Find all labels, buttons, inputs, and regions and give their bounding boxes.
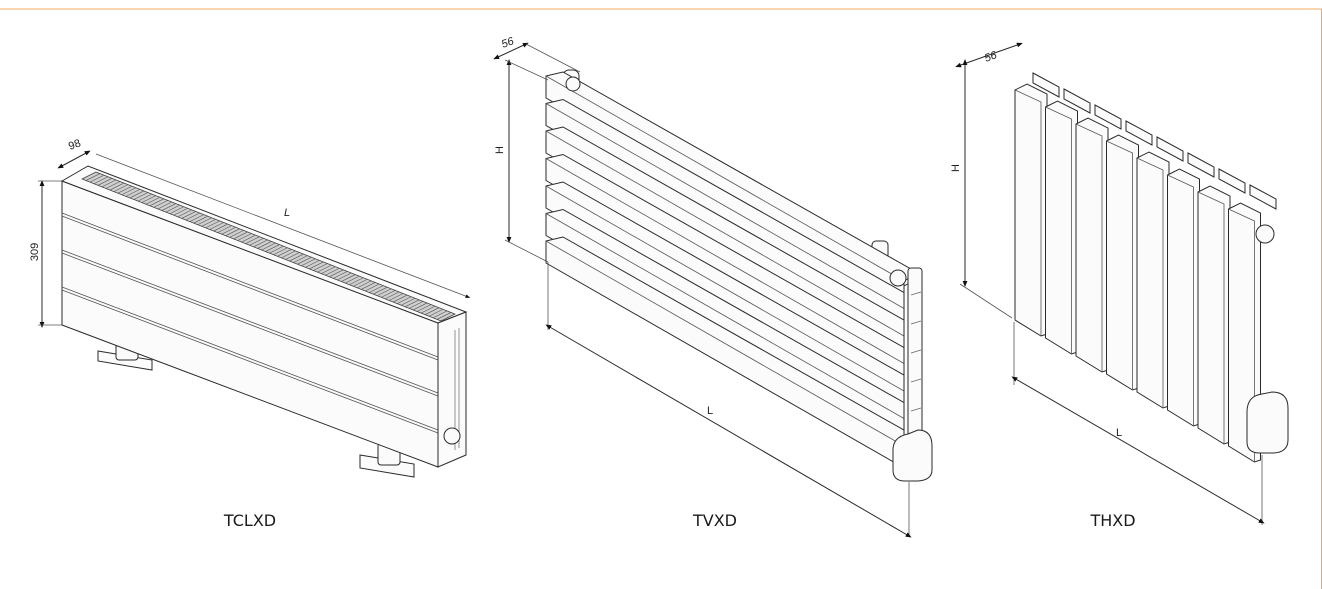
thxd-column (1075, 117, 1109, 373)
thxd-depth-label: 56 (983, 49, 999, 65)
tvxd-model-name: TVXD (692, 511, 737, 530)
tclxd-depth-label: 98 (67, 137, 83, 152)
tvxd-valve (892, 429, 933, 482)
tclxd-height-label: 309 (29, 243, 41, 261)
thxd-valve (1246, 391, 1289, 454)
radiator-tvxd: 56 H L TVXD (493, 35, 933, 538)
tvxd-depth-label: 56 (500, 35, 516, 51)
radiator-thxd: 56 H L THXD (950, 42, 1289, 530)
thxd-column (1197, 185, 1231, 445)
radiator-tclxd: 309 98 L TCLXD (29, 137, 471, 530)
thxd-headers (1032, 72, 1277, 210)
thxd-header-block (1156, 136, 1184, 162)
thxd-column (1045, 100, 1078, 355)
thxd-model-name: THXD (1089, 511, 1135, 530)
thxd-header-block (1125, 120, 1153, 146)
tclxd-model-name: TCLXD (223, 511, 276, 530)
thxd-columns (1014, 83, 1261, 463)
thxd-column (1014, 83, 1048, 337)
thxd-header-block (1063, 88, 1091, 114)
thxd-header-block (1218, 168, 1246, 194)
thxd-header-block (1249, 184, 1277, 210)
thxd-header-block (1187, 152, 1215, 178)
tvxd-height-label: H (494, 146, 506, 154)
thxd-column (1106, 134, 1139, 391)
thxd-length-label: L (1116, 427, 1122, 439)
tclxd-length-label: L (284, 207, 290, 219)
thxd-header-block (1032, 72, 1060, 98)
thxd-column (1167, 168, 1200, 427)
tclxd-valve (443, 427, 461, 445)
thxd-header-block (1094, 104, 1122, 130)
tvxd-length-label: L (707, 405, 713, 417)
thxd-column (1136, 151, 1170, 409)
thxd-height-label: H (950, 164, 962, 172)
tvxd-bars (545, 71, 920, 469)
tclxd-front (61, 180, 439, 468)
